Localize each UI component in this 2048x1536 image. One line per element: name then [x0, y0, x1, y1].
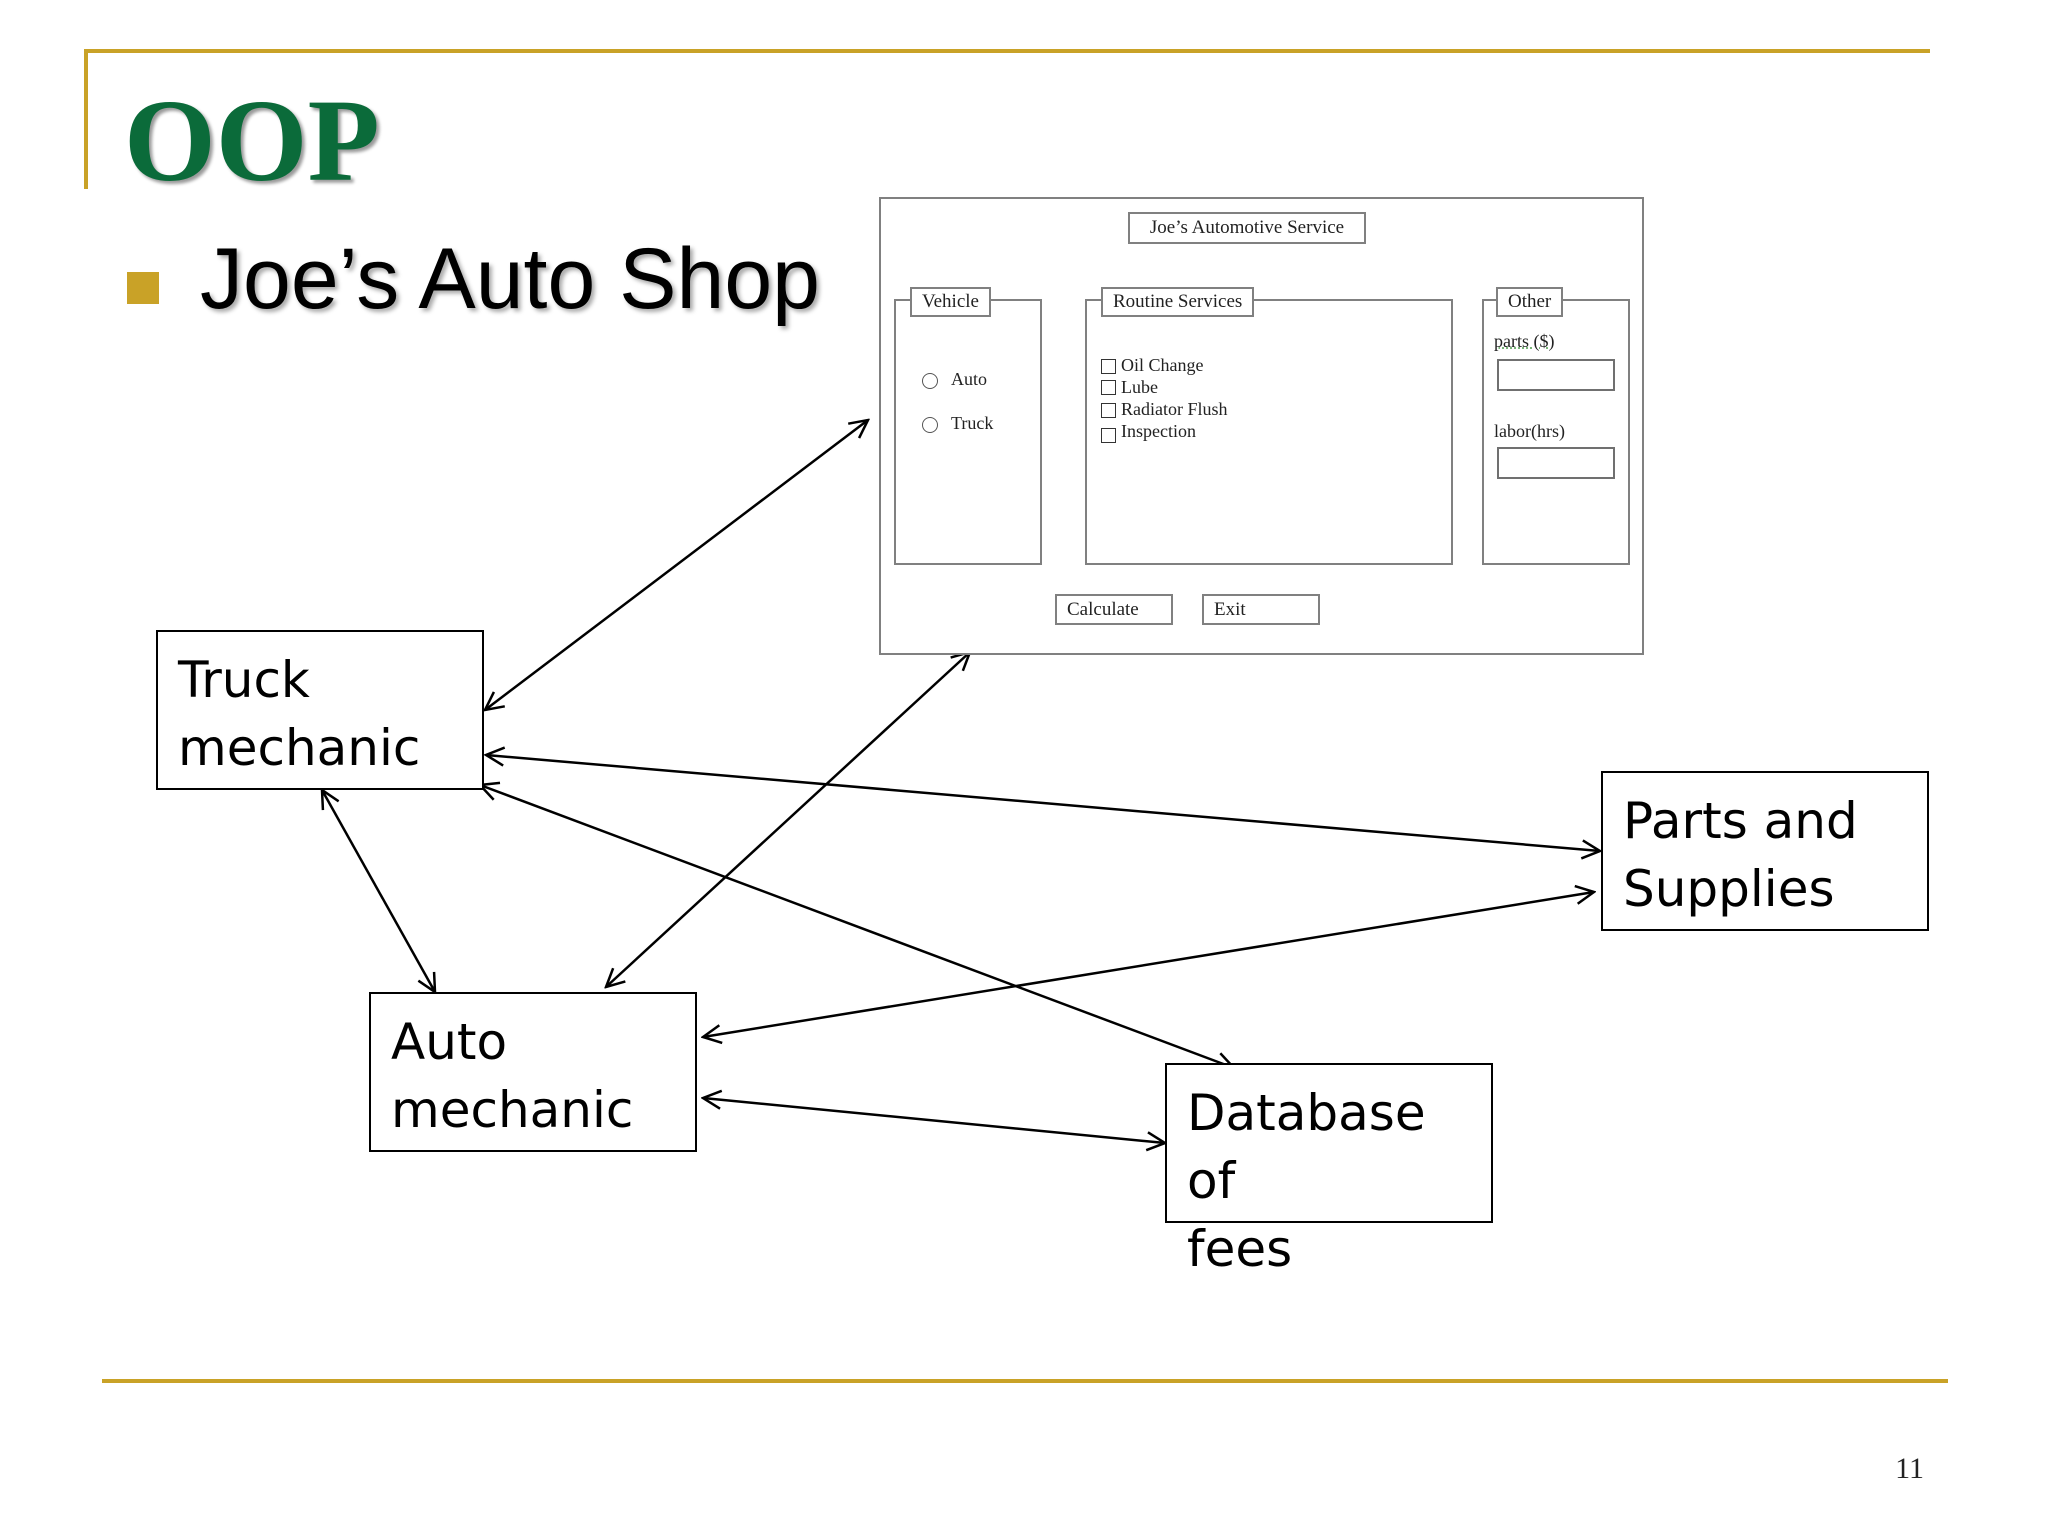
bullet-square-icon — [127, 272, 159, 304]
vehicle-group-label: Vehicle — [910, 287, 991, 317]
radio-auto-label: Auto — [951, 369, 987, 389]
exit-button[interactable]: Exit — [1202, 594, 1320, 625]
top-rule — [84, 49, 1930, 53]
node-parts-line-2: Supplies — [1623, 860, 1835, 918]
arrow-truck-parts — [486, 755, 1600, 851]
labor-label: labor(hrs) — [1494, 421, 1565, 441]
node-db-line-1: Database of — [1187, 1084, 1426, 1210]
node-auto-line-2: mechanic — [391, 1081, 634, 1139]
checkbox-lube-label: Lube — [1121, 377, 1158, 397]
other-group: Other parts ($) labor(hrs) — [1482, 287, 1630, 565]
node-parts-and-supplies: Parts and Supplies — [1601, 771, 1929, 931]
arrow-auto-parts — [703, 892, 1594, 1037]
arrow-auto-form — [606, 652, 970, 987]
parts-label: parts ($) — [1494, 331, 1555, 351]
routine-services-group: Routine Services Oil Change Lube Radiato… — [1085, 287, 1453, 565]
page-number: 11 — [1895, 1452, 1924, 1485]
arrow-truck-form — [485, 420, 868, 710]
parts-input[interactable] — [1497, 359, 1615, 391]
routine-services-label: Routine Services — [1101, 287, 1255, 317]
checkbox-inspection-label: Inspection — [1121, 421, 1196, 441]
node-auto-line-1: Auto — [391, 1013, 508, 1071]
checkbox-lube[interactable] — [1101, 380, 1116, 395]
radio-auto[interactable] — [922, 373, 938, 389]
checkbox-oil-change-label: Oil Change — [1121, 355, 1204, 375]
checkbox-inspection[interactable] — [1101, 428, 1116, 443]
checkbox-radiator-flush-label: Radiator Flush — [1121, 399, 1228, 419]
left-rule — [84, 49, 88, 189]
arrow-truck-auto — [322, 790, 435, 992]
calculate-button[interactable]: Calculate — [1055, 594, 1173, 625]
vehicle-group: Vehicle Auto Truck — [894, 287, 1042, 565]
node-parts-line-1: Parts and — [1623, 792, 1858, 850]
node-truck-line-2: mechanic — [178, 719, 421, 777]
radio-truck-label: Truck — [951, 413, 994, 433]
radio-truck[interactable] — [922, 417, 938, 433]
slide-title: OOP — [124, 75, 380, 206]
labor-input[interactable] — [1497, 447, 1615, 479]
checkbox-radiator-flush[interactable] — [1101, 403, 1116, 418]
node-auto-mechanic: Auto mechanic — [369, 992, 697, 1152]
node-truck-mechanic: Truck mechanic — [156, 630, 484, 790]
node-truck-line-1: Truck — [178, 651, 310, 709]
bottom-rule — [102, 1379, 1948, 1383]
bullet-text: Joe’s Auto Shop — [200, 231, 821, 327]
checkbox-oil-change[interactable] — [1101, 359, 1116, 374]
form-title: Joe’s Automotive Service — [1128, 212, 1366, 244]
form-mockup: Joe’s Automotive Service Vehicle Auto Tr… — [879, 197, 1644, 655]
other-group-label: Other — [1496, 287, 1564, 317]
node-database-of-fees: Database of fees — [1165, 1063, 1493, 1278]
node-db-line-2: fees — [1187, 1220, 1293, 1278]
arrow-auto-db — [703, 1098, 1165, 1143]
